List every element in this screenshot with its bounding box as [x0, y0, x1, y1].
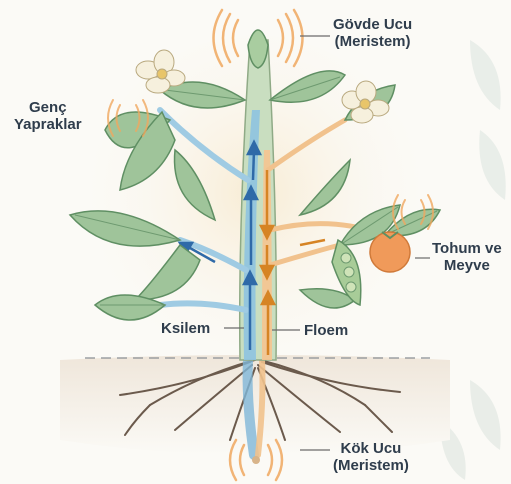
young-leaves-label: Genç Yapraklar: [14, 99, 82, 133]
shoot-tip-label: Gövde Ucu (Meristem): [333, 16, 412, 50]
root-tip-dot: [252, 456, 260, 464]
phloem-label: Floem: [304, 322, 348, 339]
xylem-label: Ksilem: [161, 320, 210, 337]
seed-fruit-label: Tohum ve Meyve: [432, 240, 502, 274]
root-tip-label: Kök Ucu (Meristem): [333, 440, 409, 474]
